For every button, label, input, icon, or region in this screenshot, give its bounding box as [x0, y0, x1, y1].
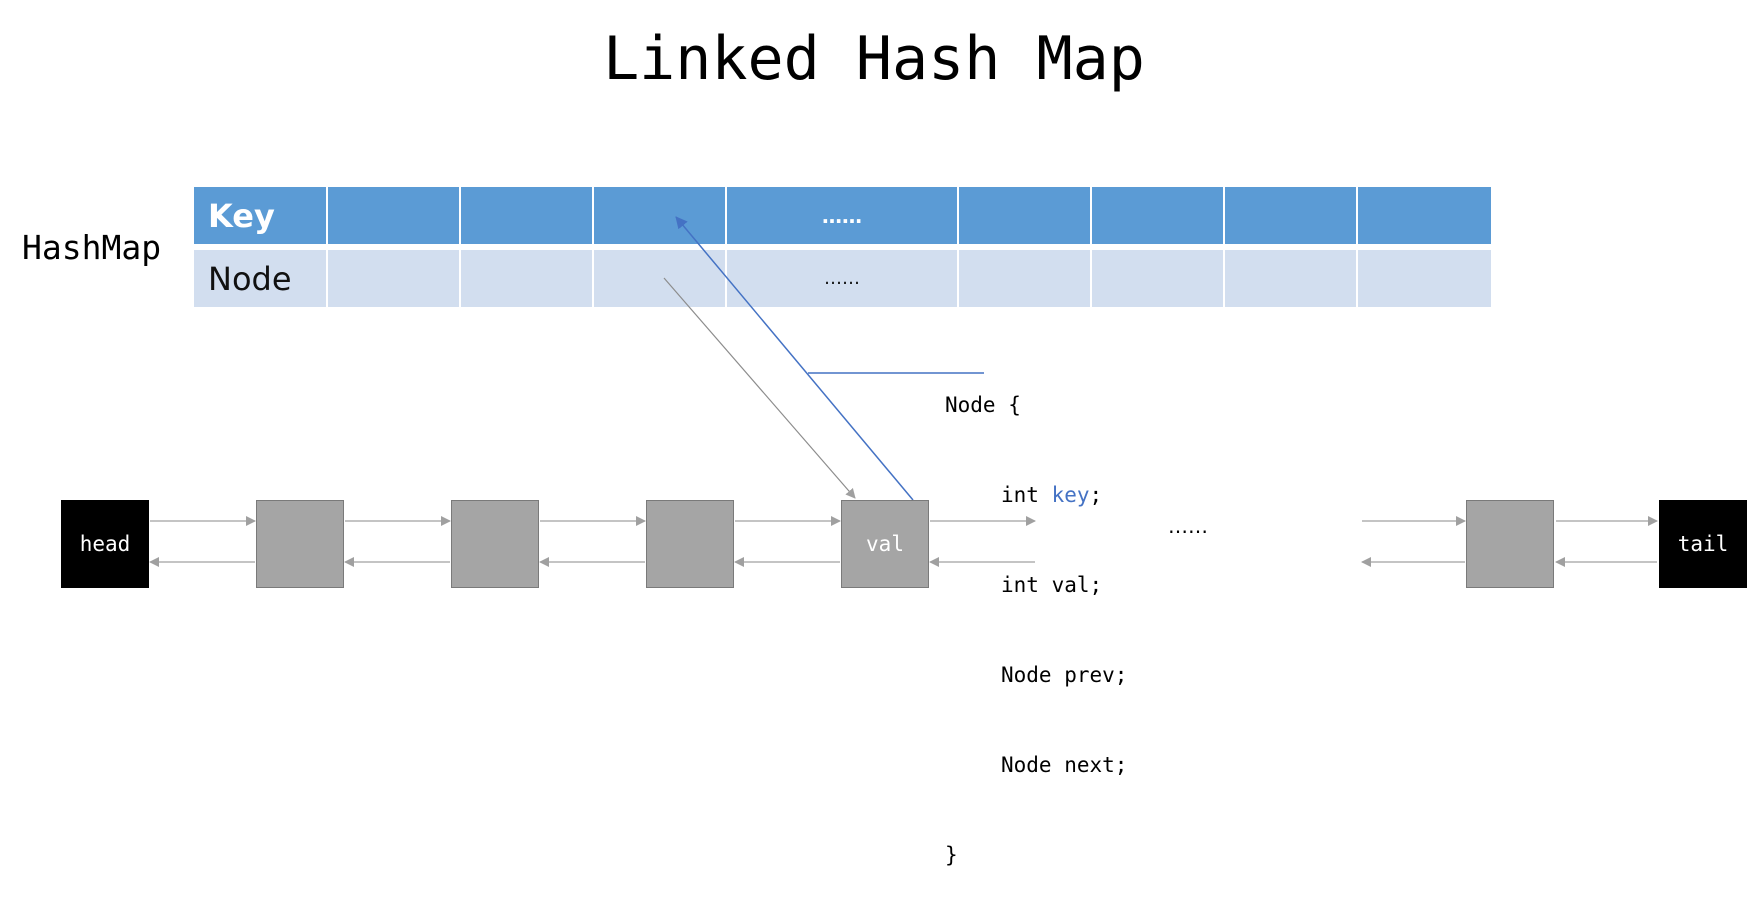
code-key-line: int key; — [945, 480, 1127, 510]
head-node: head — [61, 500, 149, 588]
code-close: } — [945, 843, 958, 867]
node-ellipsis: …… — [824, 268, 860, 289]
list-node — [646, 500, 734, 588]
list-ellipsis: …… — [1168, 514, 1208, 538]
arrows-layer — [149, 216, 1658, 567]
table-key-ellipsis-cell: …… — [727, 187, 957, 244]
table-node-cell — [328, 250, 459, 307]
key-row-label: Key — [208, 196, 275, 235]
table-node-header: Node — [194, 250, 326, 307]
code-prev-line: Node prev; — [1001, 663, 1128, 687]
code-key-end: ; — [1089, 483, 1103, 507]
key-pointer-arrow — [675, 216, 914, 501]
code-next-line: Node next; — [1001, 753, 1128, 777]
code-open: Node { — [945, 393, 1021, 417]
list-node — [256, 500, 344, 588]
table-node-cell — [461, 250, 592, 307]
table-node-cell — [1225, 250, 1356, 307]
table-key-cell — [959, 187, 1090, 244]
tail-label: tail — [1677, 532, 1729, 556]
list-node — [1466, 500, 1554, 588]
table-key-cell — [461, 187, 592, 244]
key-ellipsis: …… — [822, 203, 862, 228]
table-node-cell — [959, 250, 1090, 307]
val-label: val — [866, 532, 904, 556]
hashmap-label: HashMap — [22, 228, 162, 267]
table-node-cell — [1092, 250, 1223, 307]
head-label: head — [79, 532, 131, 556]
node-pointer-arrow — [663, 277, 856, 499]
table-node-ellipsis-cell: …… — [727, 250, 957, 307]
list-node — [451, 500, 539, 588]
code-key-type: int — [1001, 483, 1052, 507]
tail-node: tail — [1659, 500, 1747, 588]
table-node-cell — [1358, 250, 1491, 307]
table-key-cell — [1358, 187, 1491, 244]
page-title: Linked Hash Map — [603, 24, 1145, 94]
table-key-cell — [1225, 187, 1356, 244]
table-node-cell — [594, 250, 725, 307]
table-key-cell — [1092, 187, 1223, 244]
table-key-header: Key — [194, 187, 326, 244]
table-key-cell — [594, 187, 725, 244]
val-node: val — [841, 500, 929, 588]
table-key-cell — [328, 187, 459, 244]
code-key-name: key — [1051, 483, 1090, 507]
node-row-label: Node — [208, 259, 292, 298]
